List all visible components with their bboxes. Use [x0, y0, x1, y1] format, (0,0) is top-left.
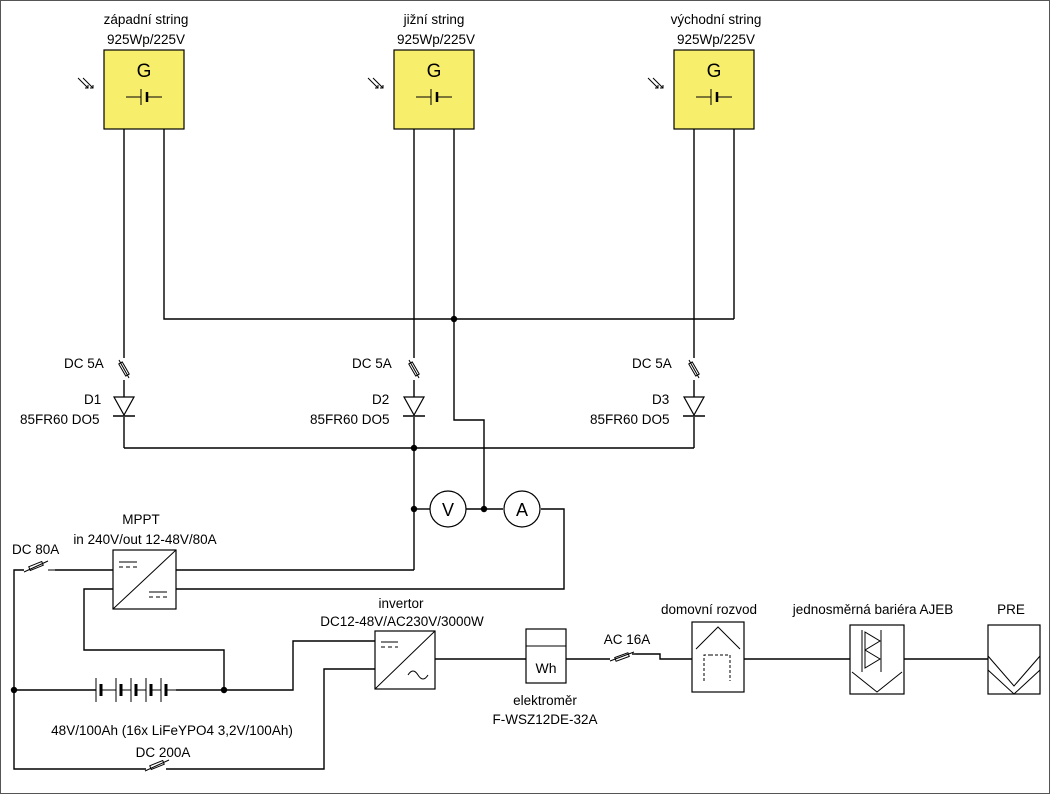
junction-dot: [410, 505, 418, 513]
pv-string-south: jižní string 925Wp/225V G: [367, 12, 475, 130]
fuse-label: AC 16A: [604, 632, 651, 647]
solar-panel-west: [103, 49, 185, 130]
fuse-dc5a-1: DC 5A: [64, 356, 130, 379]
mppt-spec: in 240V/out 12-48V/80A: [73, 532, 216, 547]
electricity-meter: Wh elektroměr F-WSZ12DE-32A: [492, 628, 598, 727]
fuse-ac16a: AC 16A: [604, 632, 651, 662]
fuse-label: DC 80A: [12, 542, 59, 557]
mppt-title: MPPT: [122, 512, 160, 527]
fuse-label: DC 5A: [352, 356, 392, 371]
diode-d1: D1 85FR60 DO5: [20, 392, 136, 427]
generator-symbol: G: [707, 61, 722, 82]
fuse-dc5a-3: DC 5A: [632, 356, 700, 379]
battery-wiring: [10, 569, 375, 770]
grid-connection: PRE: [987, 602, 1041, 695]
grid-label: PRE: [997, 602, 1025, 617]
diode-type: 85FR60 DO5: [20, 412, 100, 427]
generator-symbol: G: [427, 61, 442, 82]
panel-south-rating: 925Wp/225V: [397, 32, 475, 47]
diode-d3: D3 85FR60 DO5: [590, 392, 706, 427]
fuse-dc5a-2: DC 5A: [352, 356, 420, 379]
fuse-label: DC 200A: [136, 745, 191, 760]
pv-string-east: východní string 925Wp/225V G: [647, 12, 762, 130]
voltmeter-symbol: V: [442, 500, 454, 520]
ammeter-icon: [503, 490, 541, 528]
barrier-box: [849, 624, 905, 695]
diode-type: 85FR60 DO5: [310, 412, 390, 427]
diode-icon: [402, 396, 426, 417]
panel-west-name: západní string: [104, 12, 189, 27]
generator-symbol: G: [137, 61, 152, 82]
ac-wave-icon: [407, 670, 429, 680]
house-distribution: domovní rozvod: [661, 602, 757, 693]
fuse-label: DC 5A: [632, 356, 672, 371]
diode-icon: [682, 396, 706, 417]
sun-rays-icon: [367, 77, 384, 89]
barrier-label: jednosměrná bariéra AJEB: [792, 602, 954, 617]
panel-south-name: jižní string: [403, 12, 465, 27]
ammeter-symbol: A: [516, 500, 528, 520]
voltmeter: V: [429, 490, 467, 528]
one-way-barrier: jednosměrná bariéra AJEB: [792, 602, 954, 695]
meter-title: elektroměr: [513, 693, 577, 708]
sun-rays-icon: [647, 77, 664, 89]
inverter-title: invertor: [378, 596, 424, 611]
inverter: invertor DC12-48V/AC230V/3000W: [320, 596, 484, 690]
battery-bank: 48V/100Ah (16x LiFeYPO4 3,2V/100Ah): [51, 678, 293, 738]
ac-wiring: [435, 653, 988, 660]
fuse-label: DC 5A: [64, 356, 104, 371]
junction-dot: [450, 315, 458, 323]
sun-rays-icon: [77, 77, 94, 89]
junction-dot: [220, 686, 228, 694]
ammeter: A: [503, 490, 541, 528]
dc-wiring: [123, 129, 735, 590]
voltmeter-icon: [429, 490, 467, 528]
fuse-dc200a: DC 200A: [136, 745, 191, 772]
distribution-box: [691, 621, 745, 693]
diode-id: D3: [652, 392, 669, 407]
junction-dot: [10, 686, 18, 694]
distribution-label: domovní rozvod: [661, 602, 757, 617]
inverter-spec: DC12-48V/AC230V/3000W: [320, 614, 484, 629]
diode-type: 85FR60 DO5: [590, 412, 670, 427]
solar-panel-east: [673, 49, 755, 130]
solar-panel-south: [393, 49, 475, 130]
panel-east-rating: 925Wp/225V: [677, 32, 755, 47]
diode-id: D2: [372, 392, 389, 407]
panel-east-name: východní string: [671, 12, 762, 27]
diode-icon: [112, 396, 136, 417]
grid-box: [987, 624, 1041, 695]
pv-string-west: západní string 925Wp/225V G: [77, 12, 189, 130]
meter-box: [525, 628, 567, 684]
diode-d2: D2 85FR60 DO5: [310, 392, 426, 427]
junction-dot: [480, 505, 488, 513]
battery-label: 48V/100Ah (16x LiFeYPO4 3,2V/100Ah): [51, 723, 293, 738]
mppt-controller: MPPT in 240V/out 12-48V/80A: [73, 512, 217, 610]
diode-id: D1: [84, 392, 101, 407]
meter-model: F-WSZ12DE-32A: [492, 712, 597, 727]
fuse-dc80a: DC 80A: [12, 542, 59, 573]
meter-symbol: Wh: [536, 660, 557, 676]
panel-west-rating: 925Wp/225V: [107, 32, 185, 47]
